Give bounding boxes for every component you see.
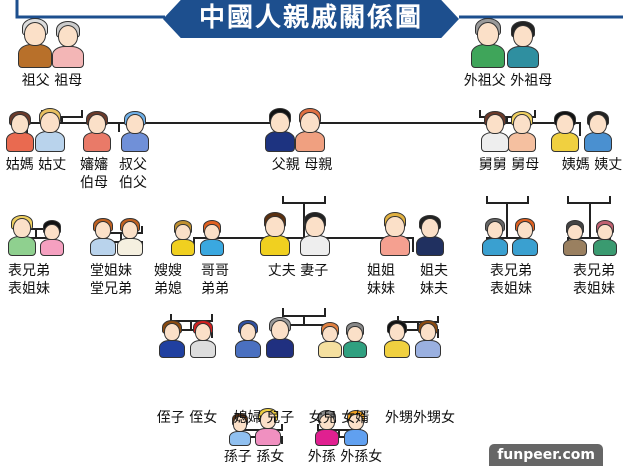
label-sisters: 姐姐 妹妹 xyxy=(367,263,395,297)
person-figure xyxy=(90,217,116,256)
label-self: 丈夫 妻子 xyxy=(267,263,329,279)
person-figure xyxy=(52,20,84,68)
person-figure xyxy=(563,220,587,256)
person-figure xyxy=(593,220,617,256)
label-grandparents: 祖父 祖母 xyxy=(21,73,83,89)
person-figure xyxy=(200,220,224,256)
person-figure xyxy=(190,319,216,358)
person-figure xyxy=(416,214,444,256)
person-figure xyxy=(266,316,294,358)
label-grandchildren: 孫子 孫女 xyxy=(223,449,285,465)
person-figure xyxy=(551,110,579,152)
label-uncle: 叔父 伯父 xyxy=(119,157,147,191)
label-brothers: 哥哥 弟弟 xyxy=(201,263,229,297)
person-figure xyxy=(295,107,325,152)
label-sister-in-law: 嫂嫂 弟媳 xyxy=(154,263,182,297)
person-figure xyxy=(159,319,185,358)
person-figure xyxy=(471,17,505,68)
person-figure xyxy=(117,217,143,256)
person-figure xyxy=(481,110,509,152)
title-banner: 中國人親戚關係圖 xyxy=(163,0,459,38)
label-cousins-maternal-aunt: 表兄弟 表姐妹 xyxy=(573,263,615,297)
label-cousins-paternal-aunt: 表兄弟 表姐妹 xyxy=(8,263,50,297)
person-figure xyxy=(380,211,410,256)
person-figure xyxy=(415,319,441,358)
label-maternal-aunt: 姨媽 姨丈 xyxy=(561,157,623,173)
label-cousins-maternal-uncle: 表兄弟 表姐妹 xyxy=(490,263,532,297)
person-figure xyxy=(512,217,538,256)
label-paternal-aunt: 姑媽 姑丈 xyxy=(5,157,67,173)
label-maternal-grandparents: 外祖父 外祖母 xyxy=(463,73,553,89)
person-figure xyxy=(384,319,410,358)
person-figure xyxy=(260,211,290,256)
label-son-couple: 媳婦 兒子 xyxy=(233,410,295,426)
watermark: funpeer.com xyxy=(489,444,603,466)
person-figure xyxy=(343,322,367,358)
label-maternal-uncle: 舅舅 舅母 xyxy=(478,157,540,173)
person-figure xyxy=(8,214,36,256)
person-figure xyxy=(83,110,111,152)
person-figure xyxy=(18,17,52,68)
label-uncle-wife: 嬸嬸 伯母 xyxy=(80,157,108,191)
person-figure xyxy=(482,217,508,256)
person-figure xyxy=(229,413,251,446)
label-brother-in-law: 姐夫 妹夫 xyxy=(420,263,448,297)
person-figure xyxy=(35,107,65,152)
person-figure xyxy=(315,410,339,446)
person-figure xyxy=(171,220,195,256)
person-figure xyxy=(265,107,295,152)
person-figure xyxy=(300,211,330,256)
person-figure xyxy=(40,220,64,256)
label-parents: 父親 母親 xyxy=(271,157,333,173)
person-figure xyxy=(344,410,368,446)
person-figure xyxy=(121,110,149,152)
label-daughter-grandchildren: 外孫 外孫女 xyxy=(307,449,383,465)
person-figure xyxy=(507,20,539,68)
label-nephew-niece: 侄子 侄女 xyxy=(156,410,218,426)
person-figure xyxy=(508,110,536,152)
person-figure xyxy=(318,322,342,358)
label-daughter-couple: 女兒 女婿 xyxy=(308,410,370,426)
person-figure xyxy=(584,110,612,152)
label-sister-children: 外甥外甥女 xyxy=(385,410,455,426)
person-figure xyxy=(255,407,281,446)
person-figure xyxy=(235,319,261,358)
person-figure xyxy=(6,110,34,152)
label-cousins-uncle: 堂姐妹 堂兄弟 xyxy=(90,263,132,297)
